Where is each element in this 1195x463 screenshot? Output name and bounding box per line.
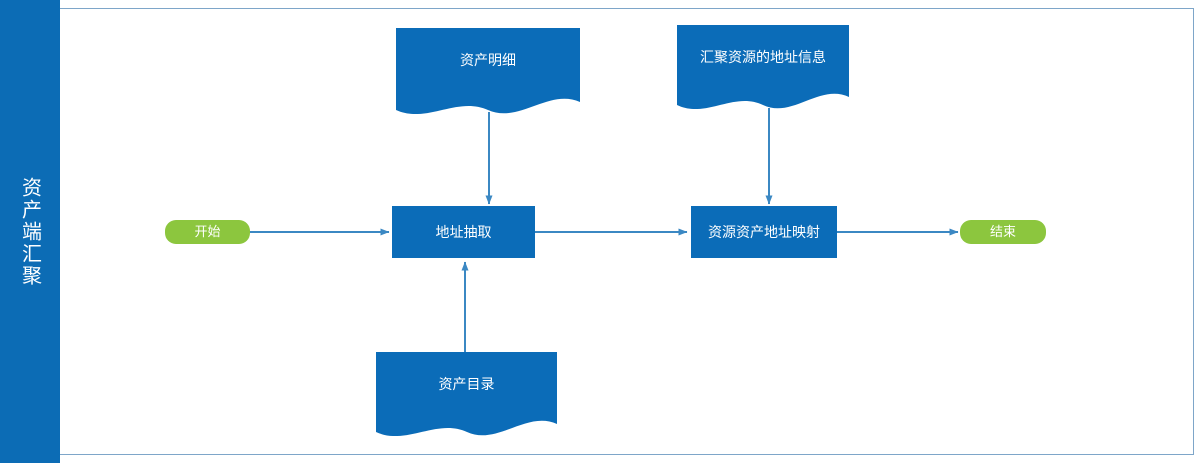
- document-shape: [396, 28, 580, 114]
- node-end[interactable]: 结束: [960, 220, 1046, 244]
- node-asset-catalog[interactable]: 资产目录: [376, 352, 557, 436]
- node-label: 资产明细: [460, 52, 516, 68]
- node-address-extract[interactable]: 地址抽取: [392, 206, 535, 258]
- node-asset-detail[interactable]: 资产明细: [396, 28, 580, 114]
- document-shape: [376, 352, 557, 436]
- node-start[interactable]: 开始: [165, 220, 250, 244]
- document-shape: [677, 25, 849, 109]
- node-resource-asset-address-mapping[interactable]: 资源资产地址映射: [691, 206, 837, 258]
- swimlane-title: 资产端汇聚: [18, 176, 41, 287]
- node-label: 资源资产地址映射: [708, 223, 820, 240]
- node-aggregate-address-info[interactable]: 汇聚资源的地址信息: [677, 25, 849, 109]
- swimlane-header-band: [0, 0, 60, 463]
- node-label: 资产目录: [438, 376, 495, 392]
- node-label: 结束: [989, 224, 1016, 240]
- node-label: 地址抽取: [435, 223, 492, 240]
- node-label: 开始: [194, 224, 221, 240]
- node-label: 汇聚资源的地址信息: [700, 49, 826, 65]
